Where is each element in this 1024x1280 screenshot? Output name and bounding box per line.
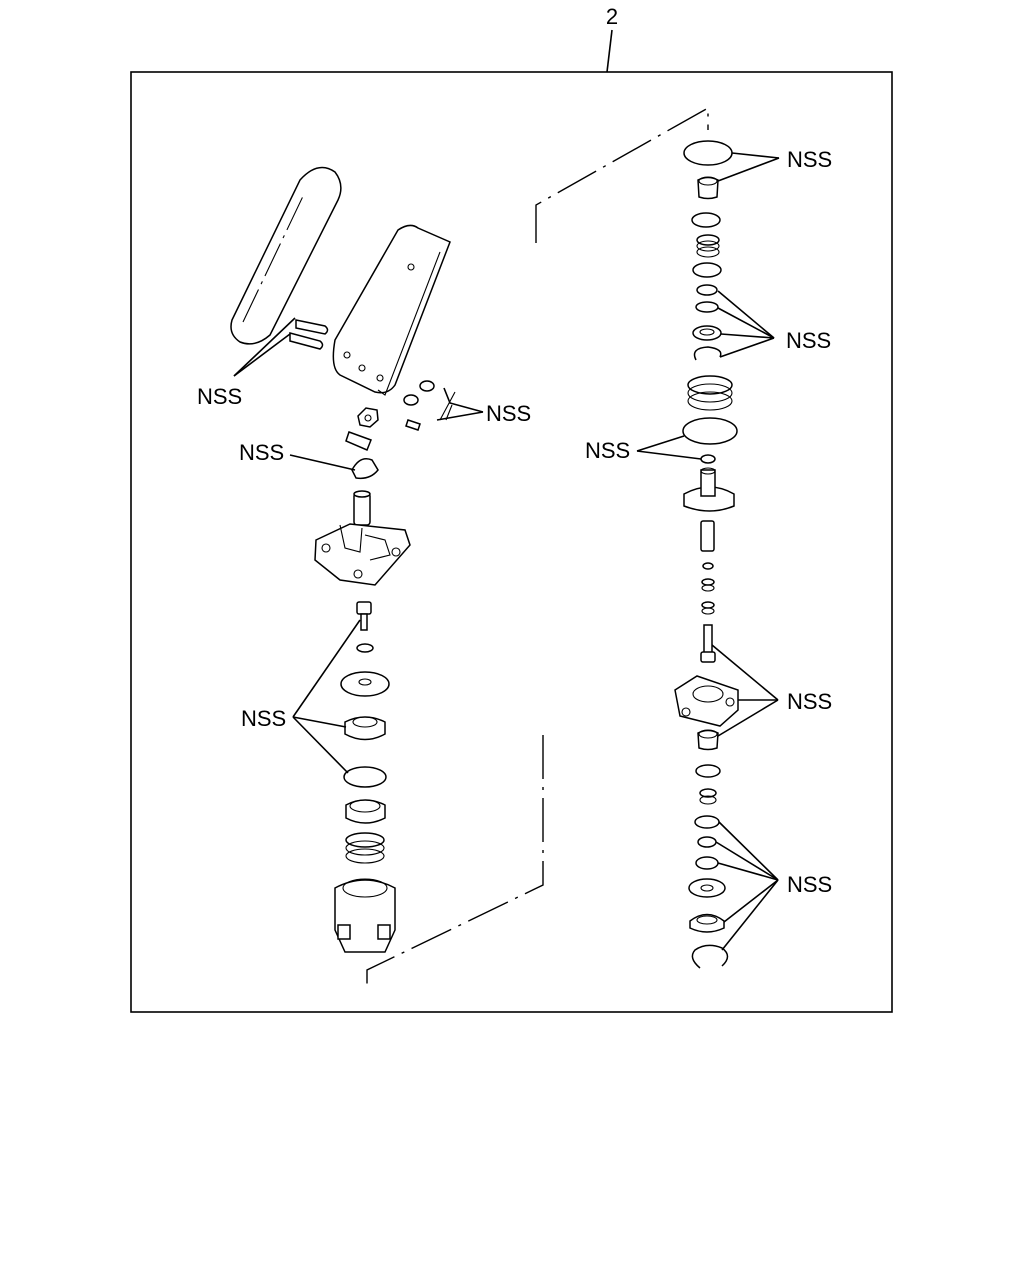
nss-label: NSS xyxy=(486,401,531,426)
lower-washer xyxy=(695,764,721,778)
small-stem xyxy=(700,520,715,552)
washers-and-cotter-pins xyxy=(403,380,456,431)
seal-stack xyxy=(692,284,722,341)
nss-callout-boot: NSS xyxy=(239,440,356,471)
nss-label: NSS xyxy=(787,689,832,714)
assembly-line-bottom-left xyxy=(366,735,544,988)
nss-label: NSS xyxy=(787,147,832,172)
nss-label: NSS xyxy=(241,706,286,731)
nss-callout-lower-seals: NSS xyxy=(241,619,361,774)
upper-spring xyxy=(696,234,720,258)
nss-callout-cotter-pins: NSS xyxy=(436,387,531,426)
lower-seal-stack xyxy=(688,815,726,933)
upper-washer-b xyxy=(692,262,722,278)
lower-small-spring xyxy=(699,788,717,805)
retainer-disc xyxy=(340,671,390,697)
diagram-frame xyxy=(130,71,893,1013)
stem-piston xyxy=(683,467,735,512)
nss-label: NSS xyxy=(585,438,630,463)
nss-callout-clevis-pins: NSS xyxy=(197,317,296,409)
adjuster-screw xyxy=(345,431,372,451)
tiny-o-ring xyxy=(700,454,716,464)
snap-ring-lower xyxy=(691,944,729,969)
foot-pedal-pad xyxy=(230,166,342,345)
large-o-ring xyxy=(682,417,738,445)
main-spring xyxy=(687,375,733,411)
pedal-bracket xyxy=(332,224,451,396)
piston-seal xyxy=(344,716,386,741)
small-springs xyxy=(701,562,715,615)
left-bolt xyxy=(356,601,372,631)
nss-label: NSS xyxy=(786,328,831,353)
nss-callout-piston-seals: NSS xyxy=(585,435,702,463)
nss-callout-top-ring-bushing: NSS xyxy=(717,147,832,182)
callout-number: 2 xyxy=(606,4,618,29)
lower-valve-body xyxy=(334,878,396,953)
top-bushing xyxy=(697,176,719,200)
lower-spring xyxy=(345,832,385,864)
snap-ring-upper xyxy=(693,346,722,361)
o-ring-lower xyxy=(343,766,387,788)
assembly-line-top-right xyxy=(535,106,709,243)
nss-label: NSS xyxy=(239,440,284,465)
right-bolt xyxy=(700,624,716,663)
boot xyxy=(351,458,379,480)
small-washer xyxy=(356,643,374,653)
lower-bushing xyxy=(697,729,719,751)
nss-callout-mid-seals: NSS xyxy=(717,290,831,358)
nss-label: NSS xyxy=(197,384,242,409)
nss-callout-housing-kit: NSS xyxy=(711,644,832,737)
adjuster-nut xyxy=(357,407,379,428)
clevis-pins xyxy=(289,319,329,350)
top-o-ring xyxy=(683,140,733,166)
spring-seat xyxy=(345,799,386,824)
plunger xyxy=(353,490,371,526)
upper-mounting-plate xyxy=(314,523,411,586)
upper-washer-a xyxy=(691,212,721,228)
nss-label: NSS xyxy=(787,872,832,897)
callout-leader xyxy=(606,29,613,73)
nss-callout-bottom-seals: NSS xyxy=(715,821,832,951)
valve-housing xyxy=(674,675,739,727)
